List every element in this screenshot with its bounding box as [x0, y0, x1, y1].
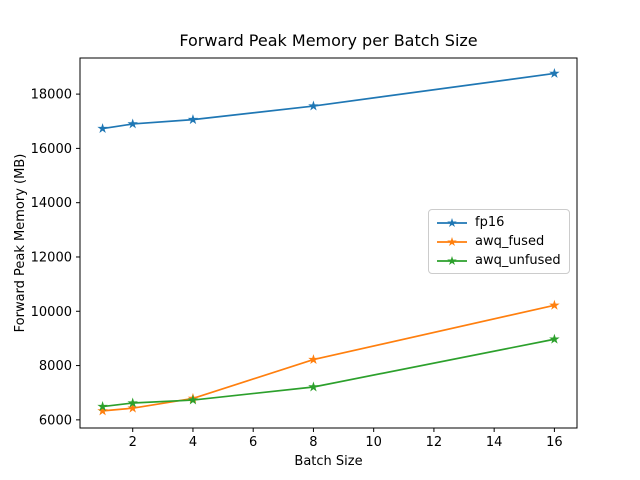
legend-entry-awq-fused: awq_fused [429, 232, 569, 251]
y-tick-label: 8000 [39, 359, 72, 374]
y-tick-label: 6000 [39, 413, 72, 428]
legend-line-marker-icon [437, 236, 467, 246]
data-point-awq_fused-batch-2 [127, 402, 138, 413]
legend-label: fp16 [475, 215, 505, 230]
data-point-awq_unfused-batch-2 [127, 397, 138, 408]
x-tick-label: 2 [129, 435, 137, 450]
legend-label: awq_fused [475, 234, 545, 249]
legend-entry-awq-unfused: awq_unfused [429, 251, 569, 270]
data-point-fp16-batch-2 [127, 118, 138, 129]
data-point-awq_unfused-batch-1 [97, 401, 108, 411]
data-point-awq_fused-batch-1 [97, 405, 108, 416]
y-tick-label: 14000 [31, 196, 72, 211]
data-point-fp16-batch-4 [187, 114, 199, 125]
data-point-awq_fused-batch-8 [308, 354, 319, 365]
y-tick-label: 12000 [31, 250, 72, 265]
legend-line-marker-icon [437, 255, 467, 265]
data-point-awq_unfused-batch-16 [549, 333, 560, 344]
legend: fp16 awq_fused awq_unfused [428, 209, 570, 274]
series-line-awq_fused [102, 304, 555, 412]
y-axis-label: Forward Peak Memory (MB) [13, 153, 28, 333]
x-tick-label: 14 [486, 435, 503, 450]
x-tick-label: 12 [426, 435, 443, 450]
legend-label: awq_unfused [475, 253, 561, 268]
data-point-fp16-batch-8 [308, 100, 319, 111]
x-tick-label: 10 [365, 435, 382, 450]
data-point-awq_unfused-batch-4 [187, 394, 199, 405]
series-line-fp16 [102, 72, 555, 130]
legend-entry-fp16: fp16 [429, 213, 569, 232]
y-tick-label: 18000 [31, 88, 72, 103]
data-point-fp16-batch-16 [549, 67, 560, 78]
x-tick-label: 6 [249, 435, 257, 450]
x-tick-label: 16 [546, 435, 563, 450]
chart-title: Forward Peak Memory per Batch Size [179, 31, 478, 50]
series-line-awq_unfused [102, 338, 555, 408]
x-tick-label: 4 [189, 435, 197, 450]
x-axis-label: Batch Size [294, 454, 363, 469]
legend-line-marker-icon [437, 217, 467, 227]
data-point-fp16-batch-1 [97, 123, 108, 134]
data-point-awq_fused-batch-16 [549, 299, 560, 310]
y-tick-label: 10000 [31, 305, 72, 320]
plot-border [79, 57, 578, 429]
x-tick-label: 8 [309, 435, 317, 450]
y-tick-label: 16000 [31, 142, 72, 157]
data-point-awq_unfused-batch-8 [308, 381, 319, 392]
